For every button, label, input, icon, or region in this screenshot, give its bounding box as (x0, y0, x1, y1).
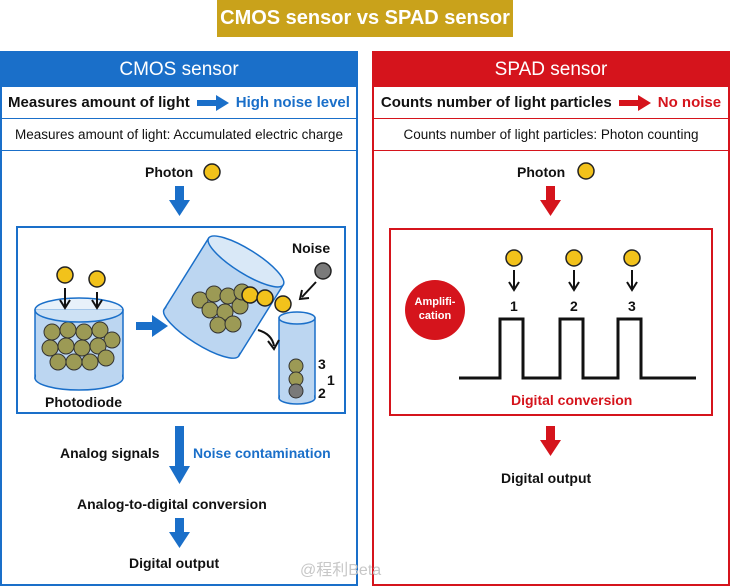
amplification-label: Amplifi- cation (414, 296, 456, 322)
photon-icon (505, 249, 523, 267)
spad-subtitle: Counts number of light particles: Photon… (374, 119, 728, 151)
pulse-number-2: 2 (570, 298, 578, 314)
arrow-right-icon (136, 315, 168, 337)
cmos-panel: CMOS sensor Measures amount of light Hig… (0, 51, 358, 586)
spad-output-label: Digital output (501, 470, 592, 486)
photodiode-cylinder (34, 297, 124, 391)
arrow-down-left-icon (298, 281, 317, 301)
page-title: CMOS sensor vs SPAD sensor (217, 0, 513, 37)
count-label-1: 1 (327, 372, 335, 388)
arrow-down-icon (169, 518, 190, 548)
cmos-photon-label: Photon (145, 164, 194, 180)
arrow-down-icon (169, 186, 190, 216)
pulse-number-1: 1 (510, 298, 518, 314)
photon-icon (565, 249, 583, 267)
curved-arrow-icon (257, 329, 280, 351)
pulse-number-3: 3 (628, 298, 636, 314)
digital-conversion-label: Digital conversion (511, 392, 633, 408)
arrow-down-icon (91, 292, 103, 310)
arrow-down-icon (626, 270, 638, 292)
arrow-down-icon (169, 426, 190, 484)
watermark: @程利Beta (300, 562, 382, 579)
spad-measure-result: No noise (657, 94, 722, 111)
photon-icon (56, 266, 74, 284)
photon-icon (88, 270, 106, 288)
noise-contamination-label: Noise contamination (193, 445, 331, 461)
count-label-2: 2 (318, 385, 326, 401)
arrow-down-icon (540, 426, 561, 456)
adc-label: Analog-to-digital conversion (77, 496, 267, 512)
spad-header: SPAD sensor (374, 53, 728, 87)
photon-icon (623, 249, 641, 267)
arrow-right-icon (618, 94, 651, 111)
photon-icon (274, 295, 292, 313)
cmos-header: CMOS sensor (2, 53, 356, 87)
photon-icon (241, 286, 259, 304)
cmos-measure-text: Measures amount of light (8, 94, 190, 111)
cmos-measure-row: Measures amount of light High noise leve… (2, 87, 356, 119)
accumulated-charge-particles (191, 283, 251, 334)
arrow-down-icon (508, 270, 520, 292)
spad-panel: SPAD sensor Counts number of light parti… (372, 51, 730, 586)
arrow-down-icon (540, 186, 561, 216)
cmos-output-label: Digital output (129, 555, 220, 571)
pulse-waveform (459, 317, 696, 380)
spad-measure-row: Counts number of light particles No nois… (374, 87, 728, 119)
noise-particle-icon (314, 262, 332, 280)
spad-measure-text: Counts number of light particles (380, 94, 612, 111)
collector-cylinder (278, 311, 316, 405)
photodiode-label: Photodiode (45, 394, 122, 410)
arrow-down-icon (568, 270, 580, 292)
analog-signals-label: Analog signals (60, 445, 160, 461)
count-label-3: 3 (318, 356, 326, 372)
spad-photon-label: Photon (517, 164, 566, 180)
photon-icon (577, 162, 595, 180)
photon-icon (203, 163, 221, 181)
amplification-circle (405, 280, 465, 340)
cmos-measure-result: High noise level (235, 94, 350, 111)
arrow-down-icon (59, 288, 71, 310)
cmos-subtitle: Measures amount of light: Accumulated el… (2, 119, 356, 151)
arrow-right-icon (196, 94, 229, 111)
noise-label: Noise (292, 240, 331, 256)
photon-icon (256, 289, 274, 307)
